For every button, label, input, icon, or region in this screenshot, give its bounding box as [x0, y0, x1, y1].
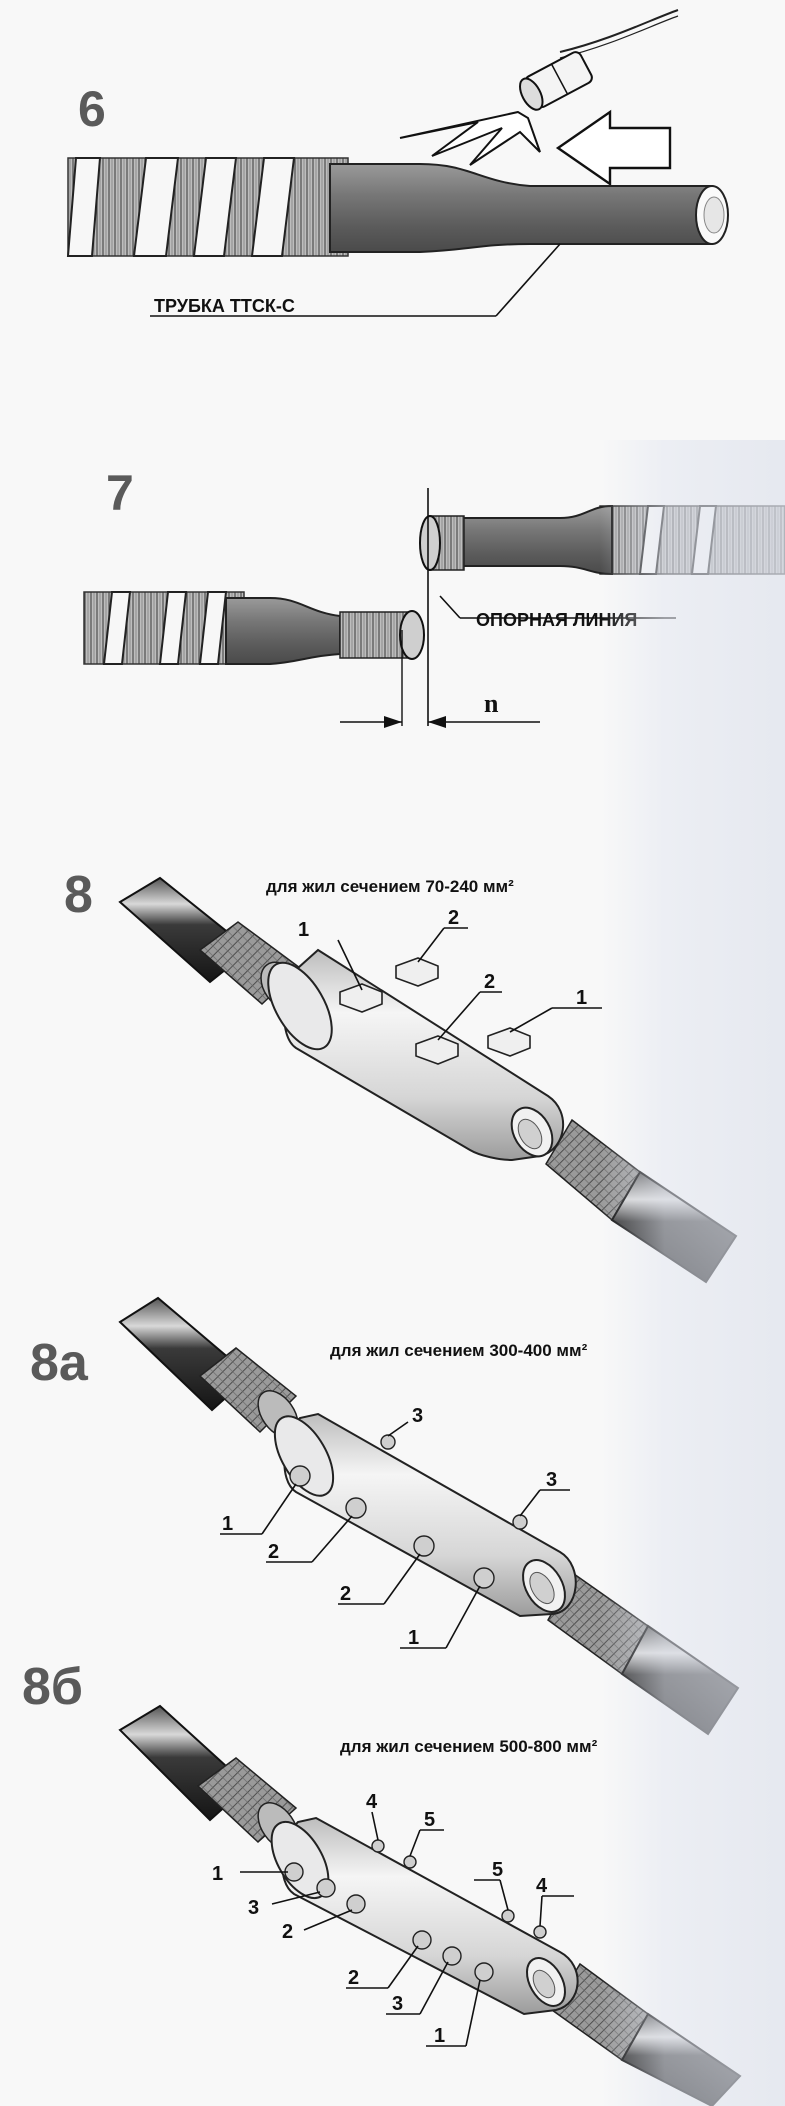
step-number: 8б [22, 1658, 83, 1716]
callout: 5 [492, 1859, 503, 1881]
callout: 2 [268, 1541, 279, 1563]
step-8b: 8б для жил сечением 500-800 мм² [22, 1658, 742, 2106]
callout: 1 [212, 1863, 223, 1885]
cable-6 [66, 157, 729, 257]
callout: 3 [546, 1469, 557, 1491]
connector-body [270, 1816, 579, 2016]
step-8a: 8а для жил сечением 300-400 мм² [30, 1296, 740, 1736]
cable-7-right [419, 504, 785, 576]
callout: 2 [340, 1583, 351, 1605]
step-8: 8 для жил сечением 70-240 мм² [64, 866, 738, 1284]
callout: 1 [576, 987, 587, 1009]
callout: 5 [424, 1809, 435, 1831]
flame-icon [399, 110, 541, 166]
cable-7-left [83, 591, 425, 665]
cable-8a-left [118, 1296, 299, 1438]
callout: 3 [412, 1405, 423, 1427]
callout: 1 [298, 919, 309, 941]
step-number: 7 [106, 465, 134, 521]
cable-8b-right [550, 1962, 742, 2106]
caption: для жил сечением 70-240 мм² [266, 877, 514, 896]
cable-8-right [545, 1118, 738, 1284]
callout: 4 [536, 1875, 548, 1897]
callout: 2 [348, 1967, 359, 1989]
hex-bolt-icon [339, 957, 531, 1065]
step-number: 8а [30, 1334, 89, 1392]
hex-bolt-icon [284, 1839, 547, 1982]
step-number: 6 [78, 81, 106, 137]
callout: 2 [448, 907, 459, 929]
callouts: 4 5 5 4 1 3 2 2 3 1 [212, 1791, 574, 2047]
callouts: 1 2 2 1 [298, 907, 602, 1041]
heat-gun-icon [519, 9, 679, 111]
callouts: 3 3 1 2 2 1 [220, 1405, 570, 1649]
connector-body [273, 1412, 577, 1618]
callout: 4 [366, 1791, 378, 1813]
dimension-label: n [484, 689, 499, 718]
caption: для жил сечением 500-800 мм² [340, 1737, 598, 1756]
tube-label: ТРУБКА ТТСК-С [154, 296, 295, 316]
step-6: 6 ТРУБКА ТТ [66, 9, 729, 317]
callout: 2 [282, 1921, 293, 1943]
callout: 3 [248, 1897, 259, 1919]
callout: 1 [408, 1627, 419, 1649]
callout: 3 [392, 1993, 403, 2015]
caption: для жил сечением 300-400 мм² [330, 1341, 588, 1360]
tube-leader [495, 243, 561, 317]
callout: 2 [484, 971, 495, 993]
hex-bolt-icon [289, 1434, 528, 1589]
cable-8a-right [547, 1572, 740, 1736]
callout: 1 [222, 1513, 233, 1535]
callout: 1 [434, 2025, 445, 2047]
step-number: 8 [64, 866, 93, 924]
reference-label: ОПОРНАЯ ЛИНИЯ [476, 610, 637, 630]
step-7: 7 ОПОРНАЯ [83, 465, 785, 728]
arrow-left-icon [555, 109, 672, 187]
